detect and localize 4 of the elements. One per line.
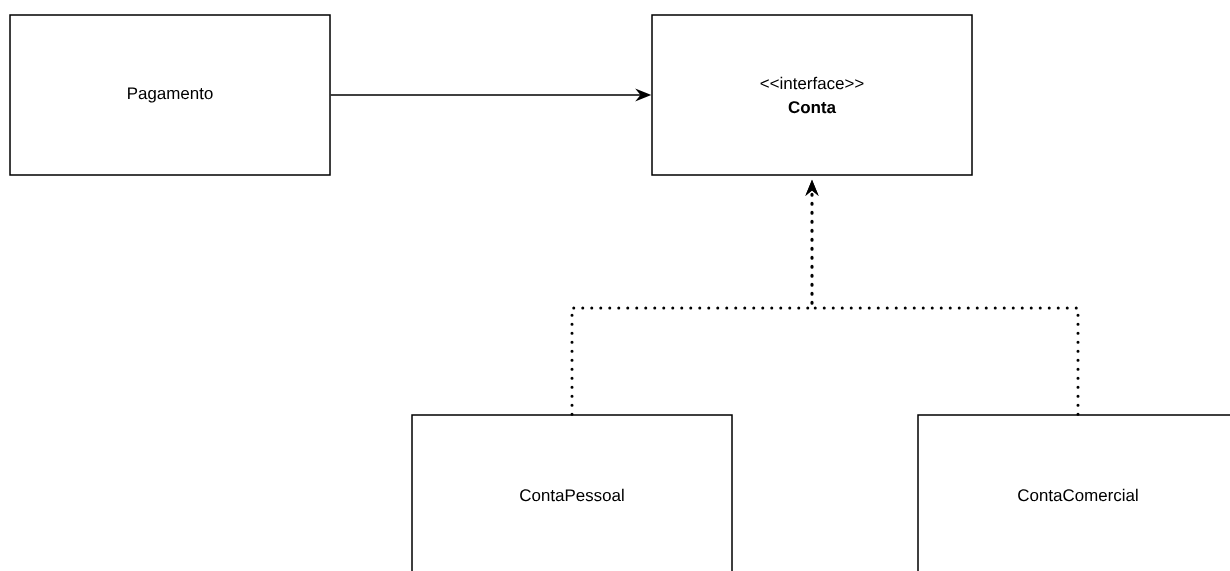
- class-box: <<interface>> Conta: [651, 14, 973, 176]
- class-box: ContaPessoal: [411, 414, 733, 571]
- class-box: Pagamento: [9, 14, 331, 176]
- class-box: ContaComercial: [917, 414, 1230, 571]
